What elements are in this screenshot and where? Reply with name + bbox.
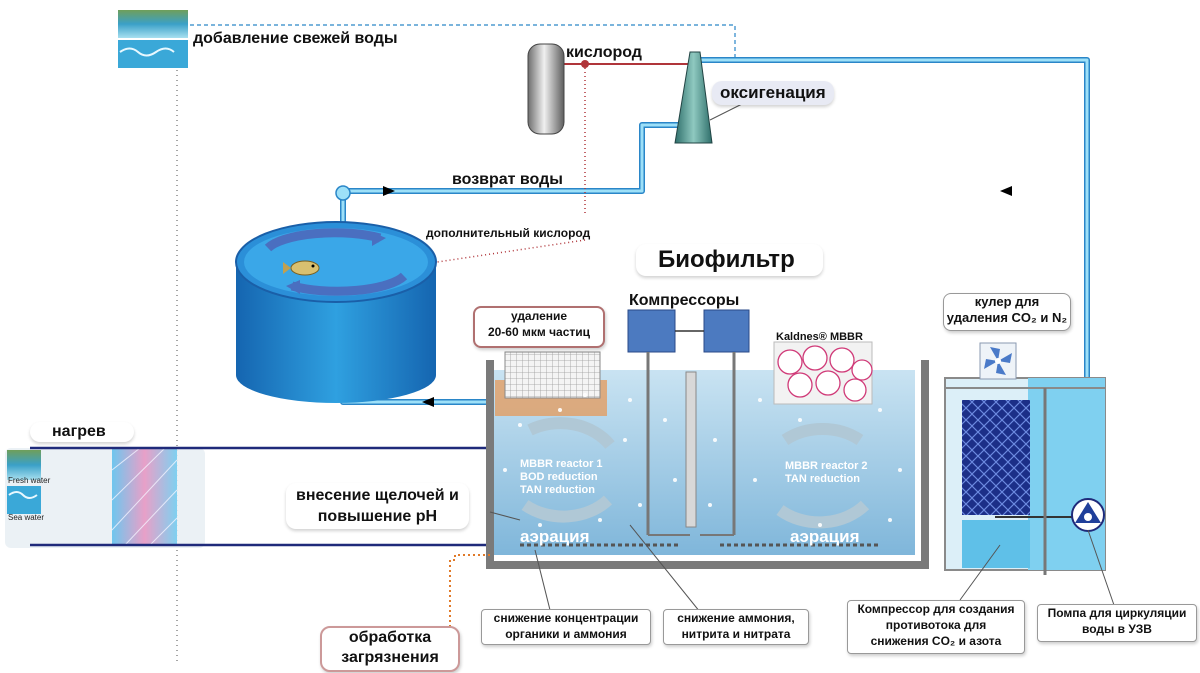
pump-icon <box>1071 498 1105 532</box>
heater-block <box>5 447 205 548</box>
label-pump: Помпа для циркуляции воды в УЗВ <box>1037 604 1197 642</box>
compressor-unit <box>703 309 750 353</box>
label-particle-removal: удаление 20-60 мкм частиц <box>473 306 605 348</box>
fish-tank <box>235 221 437 403</box>
label-reactor-2: MBBR reactor 2 TAN reduction <box>785 460 868 485</box>
label-pollution-treatment: обработка загрязнения <box>320 626 460 672</box>
landscape-thumbnail-icon <box>118 10 188 38</box>
label-fresh-water: Fresh water <box>8 476 51 485</box>
fish-icon <box>283 260 320 276</box>
landscape-thumbnail-icon <box>7 450 41 480</box>
label-cooler: кулер для удаления CO₂ и N₂ <box>943 293 1071 331</box>
particle-screen <box>504 351 601 399</box>
label-aeration-2: аэрация <box>790 527 860 546</box>
label-ammonia-reduction: снижение аммония, нитрита и нитрата <box>663 609 809 645</box>
label-co2-compressor: Компрессор для создания противотока для … <box>847 600 1025 654</box>
label-water-return: возврат воды <box>452 171 563 188</box>
label-compressors: Компрессоры <box>629 292 740 309</box>
oxygenation-cone-icon <box>674 51 713 144</box>
compressor-unit <box>627 309 676 353</box>
label-alkali: внесение щелочей и повышение pH <box>286 483 469 529</box>
fan-icon <box>979 342 1017 380</box>
label-fresh-water-add: добавление свежей воды <box>193 30 398 47</box>
label-oxygenation: оксигенация <box>712 81 834 105</box>
mbbr-media <box>773 341 873 405</box>
label-extra-oxygen: дополнительный кислород <box>426 226 591 240</box>
label-reactor-1: MBBR reactor 1 BOD reduction TAN reducti… <box>520 458 603 496</box>
label-organic-reduction: снижение концентрации органики и аммония <box>481 609 651 645</box>
label-aeration-1: аэрация <box>520 527 590 546</box>
oxygen-cylinder-icon <box>527 43 565 135</box>
label-heating: нагрев <box>30 422 134 442</box>
co2-column <box>944 377 1106 575</box>
landscape-thumbnail-icon <box>7 486 41 514</box>
label-sea-water: Sea water <box>8 513 45 522</box>
label-kaldnes: Kaldnes® MBBR <box>776 331 863 343</box>
label-oxygen: кислород <box>566 44 642 61</box>
label-biofilter: Биофильтр <box>636 244 823 276</box>
